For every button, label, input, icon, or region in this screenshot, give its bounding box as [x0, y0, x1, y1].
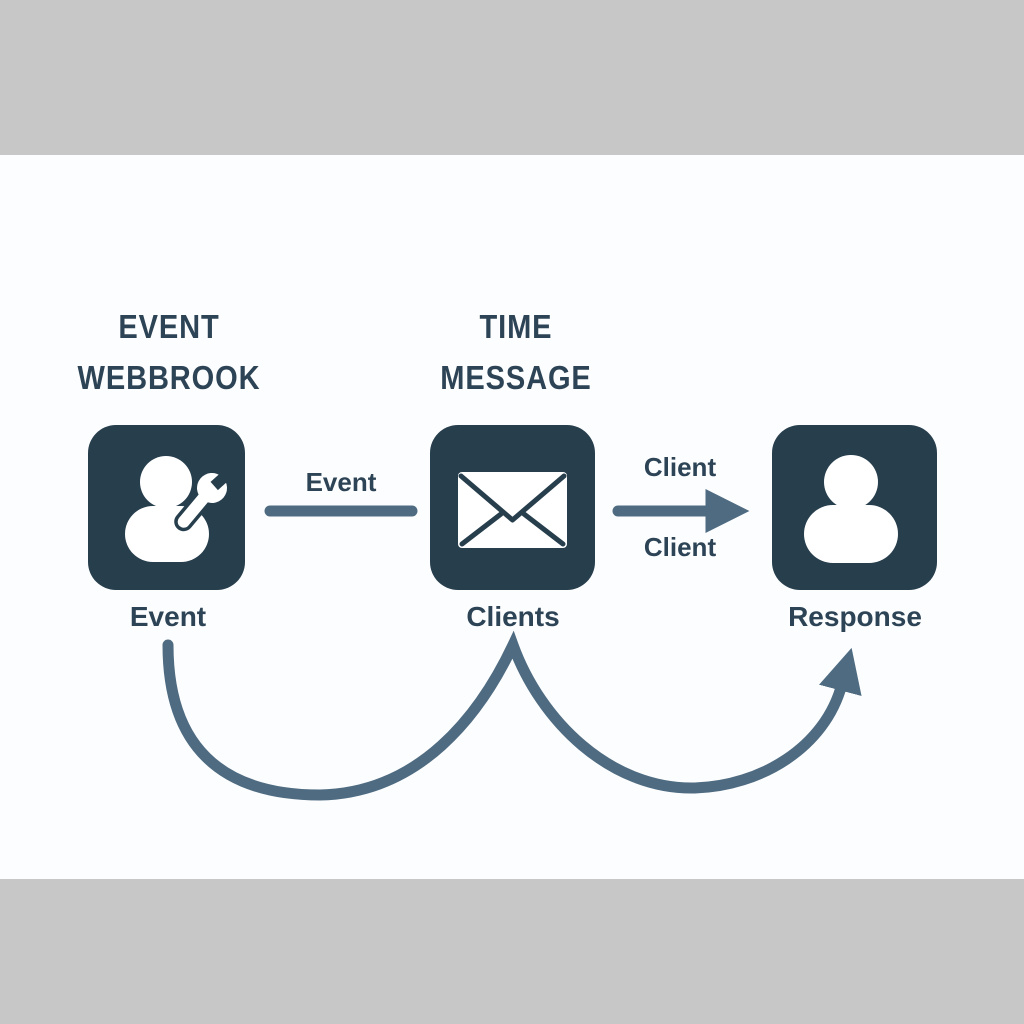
- user-icon: [804, 455, 898, 563]
- heading-event-webbrook-line1: EVENT: [118, 308, 220, 345]
- connector-client-label-top: Client: [643, 452, 717, 482]
- node-clients-box: [430, 425, 595, 590]
- heading-time-message: TIME MESSAGE: [418, 301, 613, 403]
- heading-time-message-line1: TIME: [479, 308, 553, 345]
- node-response-box: [772, 425, 937, 590]
- feedback-curve-arrow: [162, 630, 862, 801]
- user-wrench-icon: [125, 456, 233, 562]
- node-response-label: Response: [788, 601, 922, 632]
- connector-event-label: Event: [305, 467, 377, 497]
- node-event-box: [88, 425, 245, 590]
- heading-time-message-line2: MESSAGE: [440, 359, 592, 396]
- node-event-label: Event: [129, 601, 207, 632]
- heading-event-webbrook: EVENT WEBBROOK: [71, 301, 266, 403]
- bottom-band: [0, 879, 1024, 1024]
- node-clients-label: Clients: [466, 601, 560, 632]
- connector-client-label-bottom: Client: [643, 532, 717, 562]
- heading-event-webbrook-line2: WEBBROOK: [77, 359, 261, 396]
- top-band: [0, 0, 1024, 155]
- envelope-icon: [458, 472, 567, 548]
